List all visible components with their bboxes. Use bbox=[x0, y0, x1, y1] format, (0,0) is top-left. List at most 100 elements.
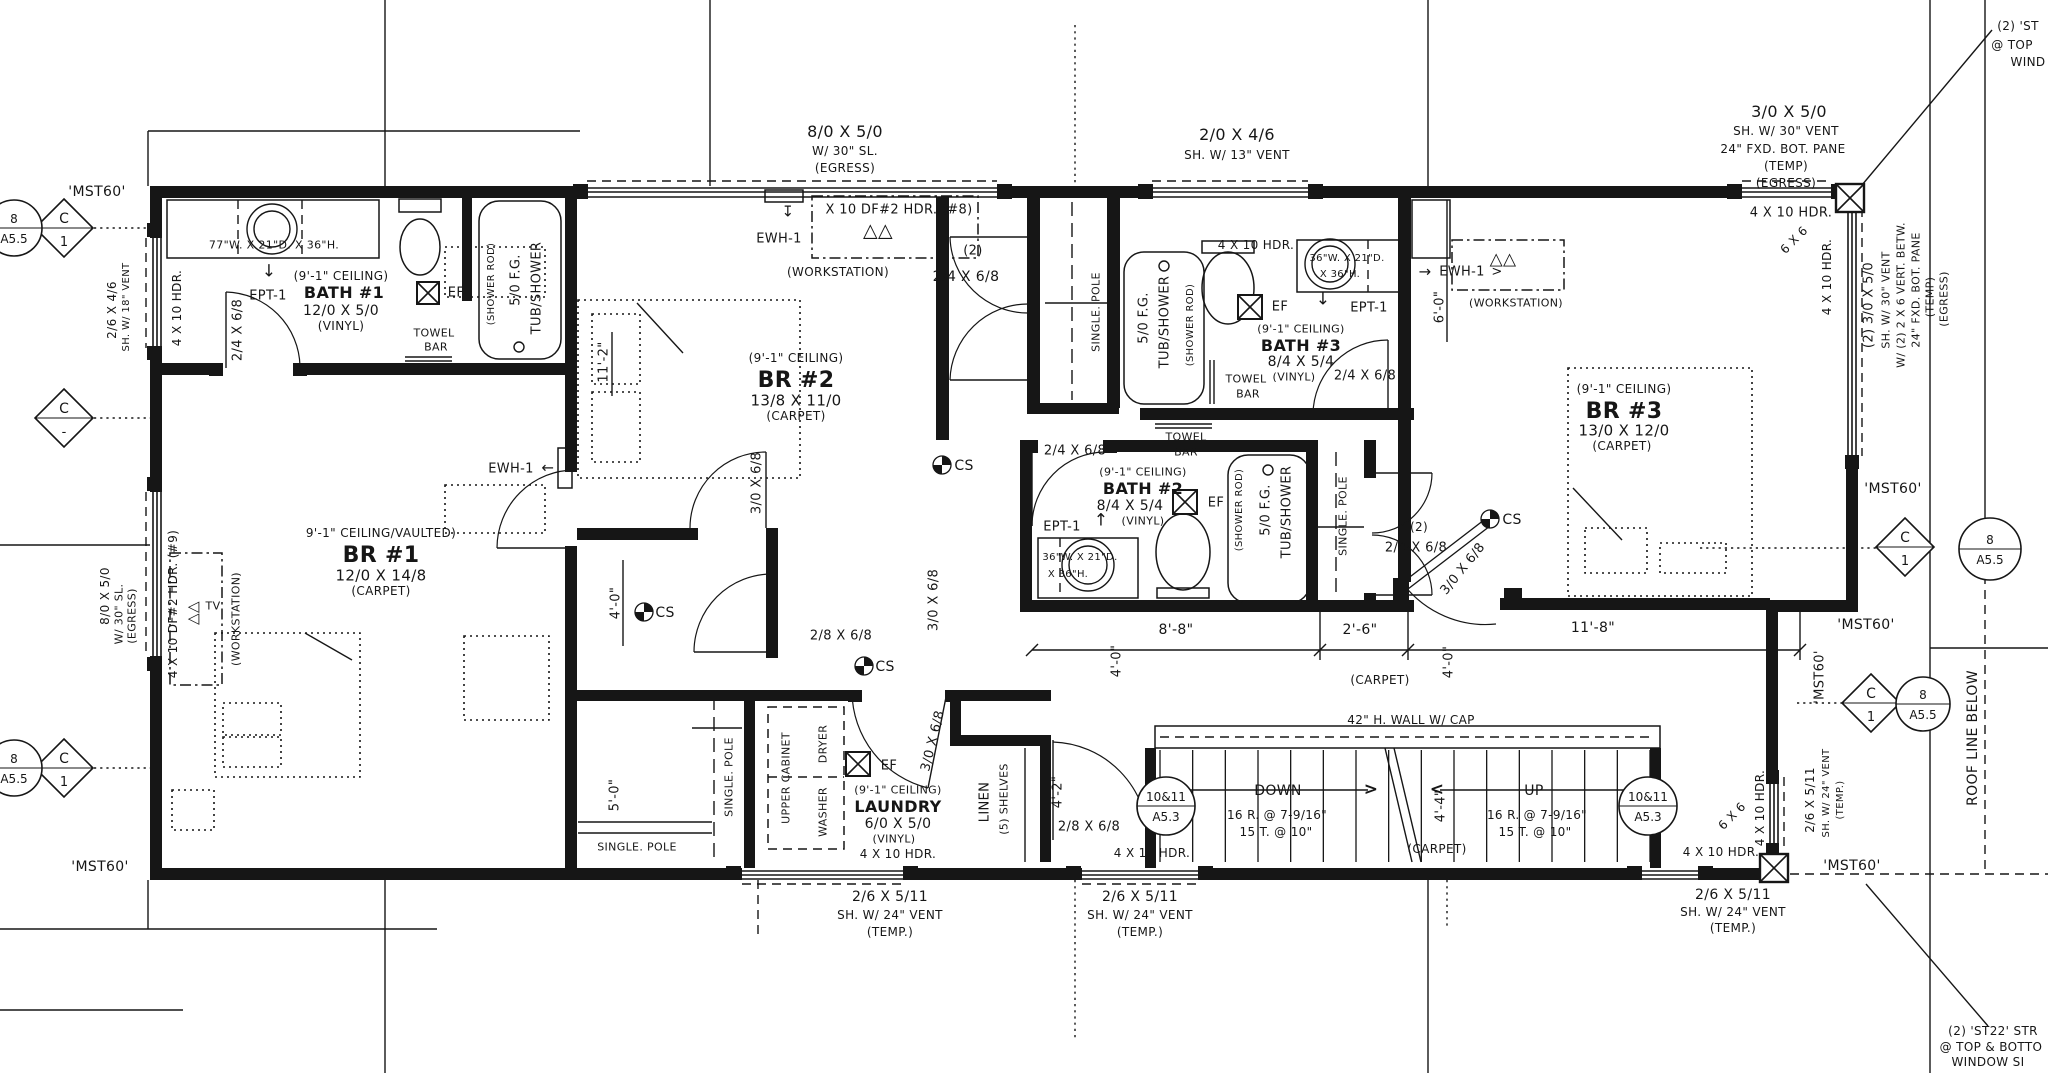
plan-label: SH. W/ 13" VENT bbox=[1184, 148, 1290, 162]
sink-icon bbox=[1158, 260, 1170, 272]
plan-label: 8/4 X 5/4 bbox=[1096, 498, 1164, 514]
plan-label: W/ (2) 2 X 6 VERT. BETW. bbox=[1894, 222, 1908, 368]
plan-label: (CARPET) bbox=[1350, 673, 1410, 687]
marker-text: 1 bbox=[1867, 710, 1875, 725]
plan-label: (9'-1" CEILING) bbox=[1576, 382, 1672, 396]
wall bbox=[1198, 868, 1642, 880]
sink-icon bbox=[1311, 245, 1349, 283]
hose-bib-icon: ↧ bbox=[781, 202, 795, 221]
fixture-outline bbox=[166, 199, 380, 259]
plan-label: EF bbox=[1207, 495, 1225, 511]
wall-block bbox=[147, 657, 162, 671]
marker-text: 1 bbox=[1901, 554, 1909, 569]
plan-label: 2/6 X 5/11 bbox=[1695, 887, 1771, 903]
arrow-down-icon: ↓ bbox=[261, 261, 277, 282]
workstation-desk-icon: △△ bbox=[183, 601, 202, 625]
plan-label: EWH-1 bbox=[756, 231, 802, 247]
plan-label: CS bbox=[655, 605, 675, 621]
furniture-outline bbox=[222, 702, 282, 736]
plan-label: 36"W. X 21"D. bbox=[1309, 253, 1385, 264]
plan-label: BR #2 bbox=[757, 368, 835, 393]
plan-label: SH. W/ 30" VENT bbox=[1733, 124, 1839, 138]
fixture-outline bbox=[1201, 240, 1255, 254]
wall bbox=[565, 197, 577, 375]
plan-label: (WORKSTATION) bbox=[786, 265, 890, 279]
wall bbox=[150, 186, 587, 198]
wall bbox=[997, 186, 1152, 198]
fixture-outline bbox=[811, 195, 979, 259]
plan-label: W/ 30" SL. bbox=[112, 583, 126, 645]
plan-label: (2) 'ST bbox=[1997, 19, 2039, 33]
wall bbox=[1308, 186, 1742, 198]
plan-label: (9'-1" CEILING) bbox=[854, 783, 942, 797]
plan-label: TOWEL bbox=[1165, 430, 1207, 444]
fixture-outline bbox=[1037, 537, 1139, 599]
wall bbox=[950, 735, 1051, 746]
stair-direction-icon: > bbox=[1363, 779, 1379, 800]
plan-line bbox=[1865, 883, 1989, 1027]
plan-label: 2'-6" bbox=[1342, 622, 1378, 638]
plan-label: (SHOWER ROD) bbox=[486, 242, 497, 326]
wall bbox=[1107, 197, 1120, 408]
plan-label: TOWEL bbox=[413, 326, 455, 340]
plan-label: (9'-1" CEILING) bbox=[1257, 322, 1345, 336]
workstation-desk-icon: △△ bbox=[863, 219, 893, 242]
exhaust-fan-icon bbox=[416, 281, 440, 305]
plan-label: 2/4 X 6/8 bbox=[230, 298, 246, 362]
door-swing-arc bbox=[496, 469, 576, 549]
plan-label: 6 X 6 bbox=[1715, 799, 1749, 833]
plan-label: (SHOWER ROD) bbox=[1185, 283, 1196, 367]
plan-label: 4 X 10 DF#2 HDR. (#9) bbox=[166, 529, 180, 679]
cs-symbol-icon bbox=[864, 657, 873, 666]
marker-text: A5.3 bbox=[1152, 810, 1179, 824]
plan-label: SH. W/ 24" VENT bbox=[1680, 905, 1786, 919]
cs-symbol-icon bbox=[1490, 510, 1499, 519]
plan-label: 4 X 10 HDR. bbox=[1753, 769, 1767, 847]
plan-label: 77"W. X 21"D. X 36"H. bbox=[208, 238, 340, 252]
wall-block bbox=[1504, 588, 1522, 604]
plan-label: (EGRESS) bbox=[814, 161, 876, 175]
plan-label: 11'-8" bbox=[1570, 620, 1616, 636]
plan-line bbox=[1572, 487, 1623, 541]
plan-label: EWH-1 bbox=[488, 461, 534, 477]
plan-label: 4'-0" bbox=[1441, 645, 1457, 679]
wall-block bbox=[997, 184, 1012, 199]
door-swing-arc bbox=[1031, 451, 1106, 527]
plan-label: 3/0 X 6/8 bbox=[918, 709, 948, 773]
furniture-outline bbox=[444, 246, 546, 298]
plan-label: SH. W/ 24" VENT bbox=[1087, 908, 1193, 922]
cs-symbol-icon bbox=[1481, 519, 1490, 528]
marker-text: C bbox=[59, 751, 69, 767]
plan-label: 4'-2" bbox=[1050, 775, 1066, 809]
marker-text: A5.5 bbox=[0, 232, 27, 246]
plan-label: 4'-0" bbox=[608, 586, 624, 620]
marker-text: C bbox=[59, 211, 69, 227]
plan-label: 24" FXD. BOT. PANE bbox=[1909, 232, 1923, 348]
plan-label: EF bbox=[1271, 299, 1289, 315]
marker-text: 8 bbox=[1919, 688, 1927, 702]
plan-label: 'MST60' bbox=[1823, 858, 1881, 874]
plan-label: 3/0 X 6/8 bbox=[749, 451, 765, 515]
marker-text: C bbox=[1900, 530, 1910, 546]
wall bbox=[150, 656, 162, 880]
wall bbox=[161, 363, 223, 375]
plan-label: (CARPET) bbox=[766, 409, 826, 423]
plan-label: 16 R. @ 7-9/16" bbox=[1226, 808, 1328, 822]
plan-label: 8/0 X 5/0 bbox=[807, 122, 883, 141]
furniture-outline bbox=[171, 789, 215, 831]
marker-text: A5.3 bbox=[1634, 810, 1661, 824]
plan-label: X 36"H. bbox=[1319, 269, 1361, 280]
door-swing-arc bbox=[225, 291, 301, 367]
sink-icon bbox=[513, 341, 525, 353]
plan-line bbox=[304, 632, 353, 661]
marker-text: C bbox=[1866, 686, 1876, 702]
arrow-left-icon: ← bbox=[541, 458, 555, 477]
wall-block bbox=[209, 363, 223, 376]
plan-label: WIND bbox=[2010, 55, 2046, 69]
wall-block bbox=[573, 184, 588, 199]
wall-block bbox=[1066, 866, 1081, 880]
door-swing-arc bbox=[689, 451, 767, 529]
plan-label: (5) SHELVES bbox=[997, 763, 1011, 835]
marker-text: 8 bbox=[10, 752, 18, 766]
wall-block bbox=[1627, 866, 1642, 880]
